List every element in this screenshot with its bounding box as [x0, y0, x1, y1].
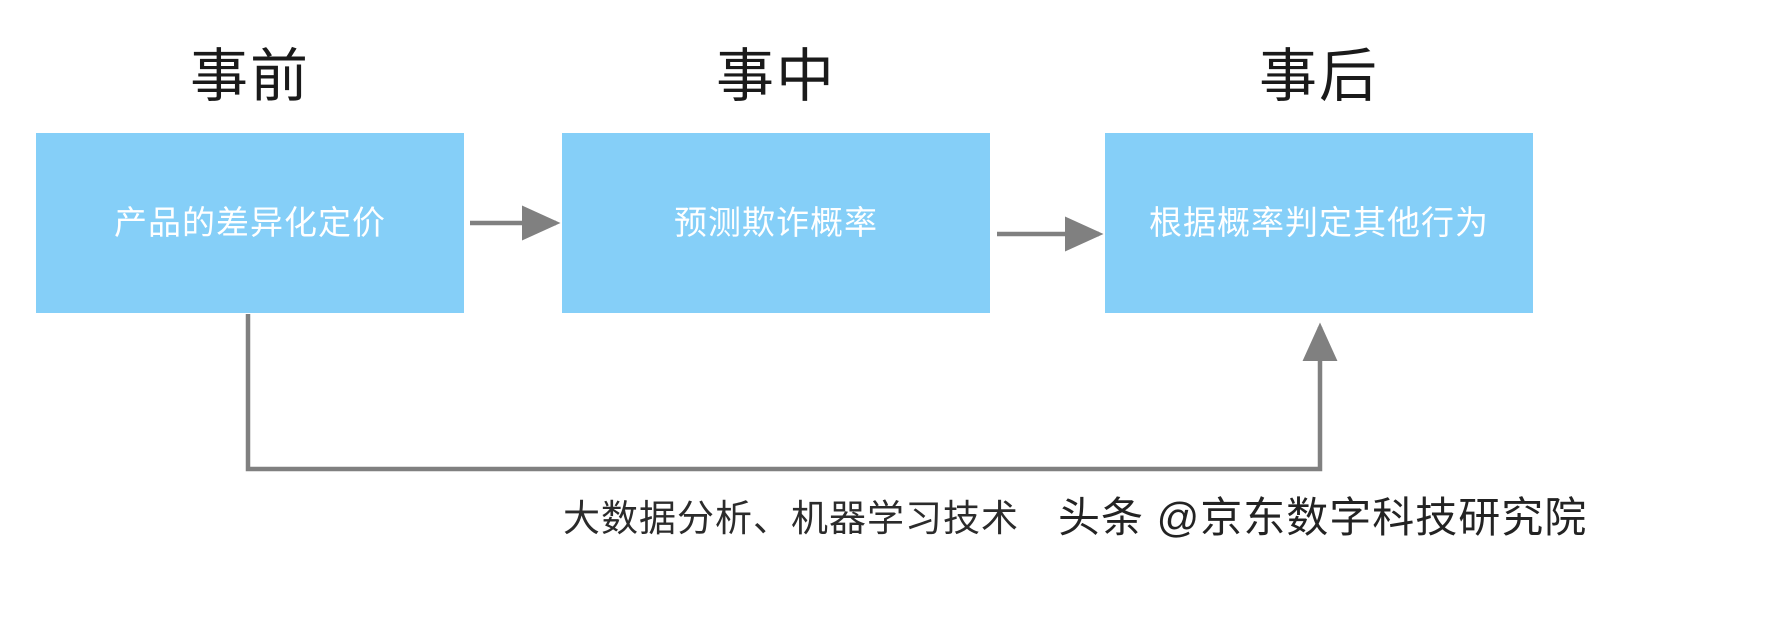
feedback-arrow-stage1-to-stage3 — [245, 314, 1338, 472]
diagram-caption: 大数据分析、机器学习技术 — [563, 498, 1019, 539]
process-box-other-behavior: 根据概率判定其他行为 — [1105, 133, 1533, 313]
stage-title-before: 事前 — [189, 44, 310, 109]
stage-title-after: 事后 — [1258, 44, 1379, 109]
process-box-label: 预测欺诈概率 — [674, 203, 878, 241]
watermark-text: 头条 @京东数字科技研究院 — [1058, 494, 1588, 541]
stage-title-during: 事中 — [715, 44, 836, 109]
process-box-label: 产品的差异化定价 — [114, 203, 386, 241]
process-box-fraud-probability: 预测欺诈概率 — [562, 133, 990, 313]
process-box-label: 根据概率判定其他行为 — [1149, 203, 1489, 241]
process-box-differential-pricing: 产品的差异化定价 — [36, 133, 464, 313]
